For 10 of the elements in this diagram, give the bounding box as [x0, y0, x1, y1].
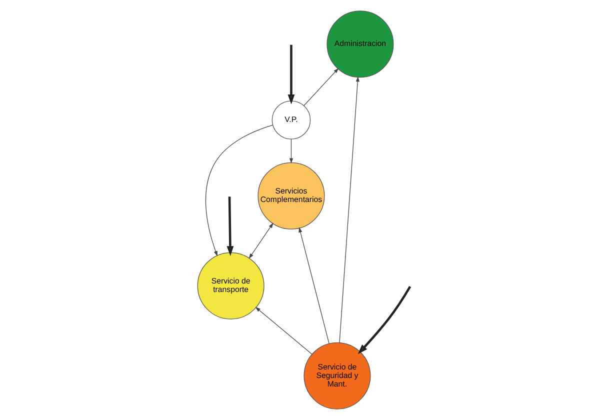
arrow [357, 286, 411, 354]
arrow [254, 306, 312, 355]
arrow [288, 138, 293, 164]
arrow [287, 44, 294, 104]
arrow [338, 76, 359, 343]
arrow [248, 222, 273, 259]
arrow [204, 124, 273, 256]
arrow [298, 227, 329, 344]
arrow [226, 196, 234, 256]
arrow [303, 68, 338, 106]
